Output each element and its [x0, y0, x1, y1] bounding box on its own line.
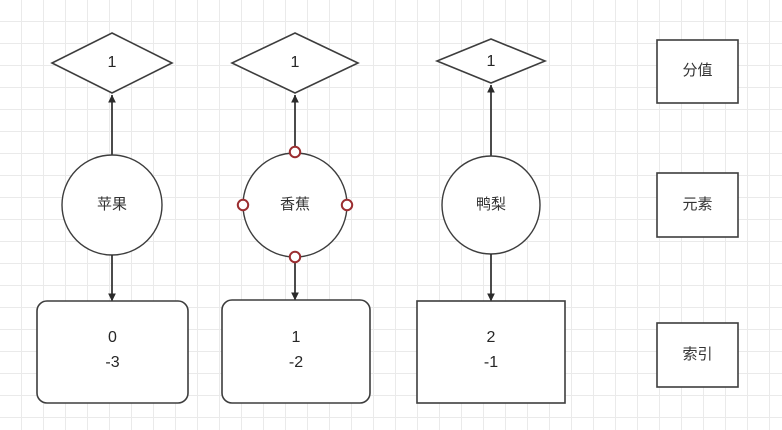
handle-left-icon[interactable]	[236, 198, 250, 212]
score-diamond-apple[interactable]	[50, 32, 174, 94]
legend-box-index[interactable]	[656, 322, 739, 388]
handle-top-icon[interactable]	[288, 145, 302, 159]
score-diamond-banana[interactable]	[230, 32, 360, 94]
legend-box-score[interactable]	[656, 39, 739, 104]
index-rect-pear[interactable]	[416, 300, 566, 404]
score-diamond-pear[interactable]	[434, 38, 548, 84]
element-circle-banana[interactable]	[242, 152, 348, 258]
handle-right-icon[interactable]	[340, 198, 354, 212]
handle-bottom-icon[interactable]	[288, 250, 302, 264]
legend-box-element[interactable]	[656, 172, 739, 238]
index-rect-banana[interactable]	[221, 299, 371, 404]
element-circle-apple[interactable]	[61, 154, 163, 256]
element-circle-pear[interactable]	[441, 155, 541, 255]
index-rect-apple[interactable]	[36, 300, 189, 404]
